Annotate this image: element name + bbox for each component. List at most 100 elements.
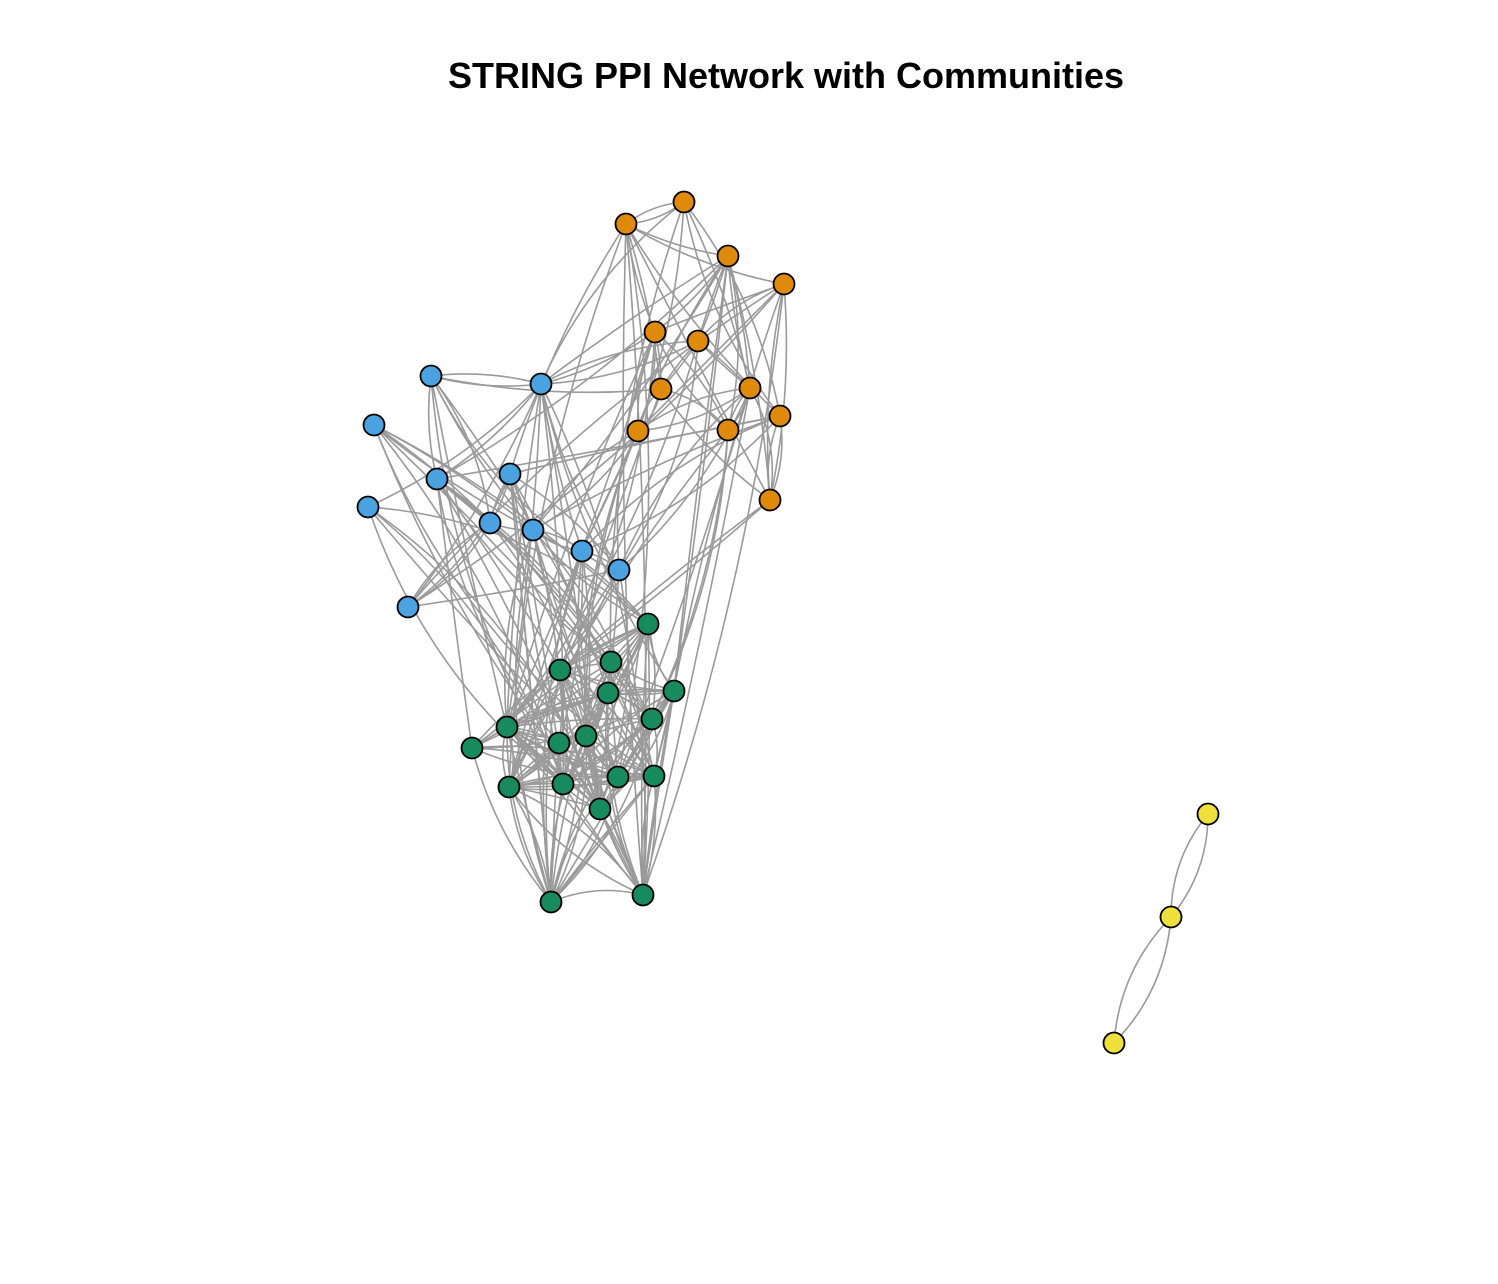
edge xyxy=(506,726,552,903)
edge xyxy=(540,201,685,385)
protein-node-c1-9 xyxy=(768,404,792,428)
edge xyxy=(367,506,564,785)
edge xyxy=(407,569,620,608)
edge xyxy=(508,786,552,903)
edge xyxy=(509,473,609,694)
edge xyxy=(749,387,774,501)
protein-node-c1-8 xyxy=(738,376,762,400)
edge xyxy=(642,283,785,896)
edge xyxy=(642,387,751,896)
edge xyxy=(540,340,699,385)
edge xyxy=(550,783,564,903)
edge xyxy=(625,223,771,501)
edge xyxy=(550,889,644,903)
edge xyxy=(471,747,552,903)
edge xyxy=(436,478,601,810)
edge xyxy=(367,506,564,785)
protein-node-c2-10 xyxy=(607,558,631,582)
edge xyxy=(542,550,583,903)
protein-node-c1-11 xyxy=(716,418,740,442)
node-layer xyxy=(356,190,1220,1055)
edge xyxy=(550,775,655,903)
protein-node-c1-7 xyxy=(649,377,673,401)
protein-node-c1-2 xyxy=(672,190,696,214)
protein-node-c3-12 xyxy=(551,772,575,796)
edge xyxy=(540,340,699,385)
edge xyxy=(540,383,675,692)
edge xyxy=(503,529,534,728)
edge xyxy=(509,415,781,475)
edge xyxy=(618,340,699,571)
edge xyxy=(506,717,653,728)
edge xyxy=(509,223,627,475)
edge xyxy=(506,331,656,728)
edge xyxy=(407,283,785,608)
protein-node-c1-6 xyxy=(686,329,710,353)
edge xyxy=(436,255,729,480)
protein-node-c4-2 xyxy=(1159,905,1183,929)
edge xyxy=(617,223,650,778)
edge xyxy=(550,735,588,903)
protein-node-c4-3 xyxy=(1102,1031,1126,1055)
edge xyxy=(506,340,699,728)
protein-node-c3-14 xyxy=(642,764,666,788)
edge xyxy=(727,255,739,431)
protein-node-c3-7 xyxy=(495,715,519,739)
protein-node-c3-8 xyxy=(460,736,484,760)
protein-node-c3-11 xyxy=(497,775,521,799)
edge xyxy=(436,478,653,720)
protein-node-c2-4 xyxy=(425,467,449,491)
protein-node-c3-3 xyxy=(548,658,572,682)
edge xyxy=(559,499,771,671)
edge xyxy=(373,424,653,720)
edge xyxy=(532,255,729,531)
protein-node-c1-5 xyxy=(643,320,667,344)
protein-node-c3-15 xyxy=(588,797,612,821)
protein-node-c3-6 xyxy=(640,707,664,731)
edge xyxy=(581,415,781,552)
edge xyxy=(559,499,771,671)
edge xyxy=(506,383,542,728)
edge xyxy=(583,430,639,737)
edge xyxy=(1113,916,1172,1044)
edge xyxy=(367,506,601,810)
edge xyxy=(430,375,655,777)
protein-node-c3-4 xyxy=(596,681,620,705)
edge xyxy=(599,429,729,810)
protein-node-c3-1 xyxy=(636,612,660,636)
edge xyxy=(407,383,542,608)
protein-node-c3-2 xyxy=(599,650,623,674)
edge xyxy=(617,429,729,778)
edge xyxy=(489,522,653,720)
protein-node-c2-9 xyxy=(570,539,594,563)
edge xyxy=(430,373,542,385)
edge xyxy=(436,478,473,749)
protein-node-c3-16 xyxy=(539,890,563,914)
protein-node-c3-5 xyxy=(662,679,686,703)
edge xyxy=(373,424,534,531)
edge xyxy=(625,223,647,896)
edge xyxy=(642,283,785,896)
edge xyxy=(559,331,656,671)
figure-title: STRING PPI Network with Communities xyxy=(447,55,1125,96)
protein-node-c4-1 xyxy=(1196,802,1220,826)
edge xyxy=(625,223,729,257)
edge xyxy=(532,430,639,531)
edge xyxy=(1113,916,1172,1044)
edge xyxy=(607,569,620,694)
edge xyxy=(617,387,751,778)
edge xyxy=(550,775,655,903)
protein-node-c1-10 xyxy=(626,419,650,443)
protein-node-c2-7 xyxy=(478,511,502,535)
protein-node-c3-10 xyxy=(574,724,598,748)
edge xyxy=(514,529,552,903)
protein-node-c2-8 xyxy=(521,518,545,542)
edge-layer xyxy=(367,201,1209,1044)
protein-node-c3-13 xyxy=(606,765,630,789)
edge xyxy=(769,283,788,501)
edge xyxy=(1170,813,1209,918)
edge xyxy=(625,223,662,390)
protein-node-c2-3 xyxy=(362,413,386,437)
edge xyxy=(673,255,729,692)
